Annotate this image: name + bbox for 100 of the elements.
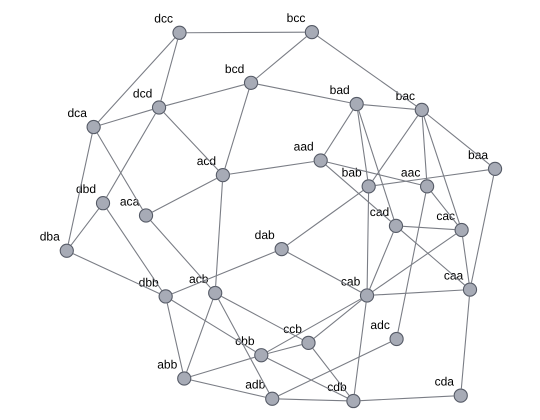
node-circle <box>138 208 153 223</box>
node-circle <box>346 394 360 408</box>
connector <box>162 112 218 171</box>
connector <box>373 289 463 296</box>
connector <box>97 38 175 122</box>
connector <box>171 251 276 294</box>
node-label: adb <box>244 378 265 392</box>
node-label: abb <box>156 357 177 372</box>
connector <box>400 230 465 286</box>
connector <box>460 296 470 390</box>
connector <box>106 208 162 292</box>
node-circle <box>313 153 328 168</box>
connector <box>358 110 394 220</box>
connector <box>266 358 348 399</box>
connector <box>267 344 302 354</box>
node-label: aca <box>119 194 139 208</box>
connector <box>150 220 211 288</box>
node-label: dca <box>66 106 86 120</box>
node-circle <box>414 102 428 118</box>
node-circle <box>462 282 477 297</box>
node-label: dcd <box>132 86 152 100</box>
node-circle <box>300 336 316 350</box>
node-label: dcc <box>154 12 173 26</box>
connector <box>186 299 213 372</box>
connector <box>70 208 99 246</box>
connector <box>360 395 454 402</box>
connector <box>402 226 454 230</box>
connector <box>190 379 266 398</box>
node-circle <box>151 100 166 115</box>
connector <box>170 300 256 352</box>
connector <box>421 116 427 180</box>
node-label: ccb <box>282 322 302 336</box>
node-circle <box>361 179 376 194</box>
connector <box>151 178 216 213</box>
node-circle <box>388 332 404 346</box>
connector <box>372 233 456 292</box>
connector <box>356 110 368 180</box>
connector <box>278 341 390 396</box>
connector <box>214 182 222 286</box>
connector <box>312 348 350 396</box>
connector <box>353 302 366 394</box>
connector <box>323 109 354 156</box>
connector <box>368 232 394 290</box>
connector <box>220 296 302 340</box>
node-label: acd <box>196 154 216 168</box>
node-circle <box>158 289 172 304</box>
node-circle <box>304 25 318 40</box>
node-circle <box>59 244 74 258</box>
node-circle <box>208 286 222 300</box>
node-circle <box>86 120 100 134</box>
connector <box>372 115 418 182</box>
connector <box>67 134 92 244</box>
node-circle <box>453 388 468 403</box>
connector <box>105 113 156 198</box>
connector <box>165 84 244 106</box>
connector <box>286 252 361 293</box>
connector <box>396 192 426 333</box>
connector <box>362 104 414 110</box>
node-label: dba <box>39 230 60 244</box>
node-circle <box>243 76 258 90</box>
node-circle <box>215 168 230 182</box>
connector <box>316 36 416 106</box>
node-circle <box>172 26 186 40</box>
node-label: cac <box>436 208 455 223</box>
node-circle <box>388 218 403 233</box>
connector <box>326 162 420 186</box>
connector <box>96 132 143 210</box>
connector <box>324 164 390 222</box>
connector <box>278 398 346 402</box>
node-label: bcd <box>224 62 244 76</box>
connector <box>100 108 152 126</box>
connector <box>266 298 361 352</box>
node-label: adc <box>370 318 390 332</box>
node-label: dab <box>254 228 274 242</box>
node-circle <box>95 196 110 210</box>
node-label: bab <box>341 165 362 180</box>
connector <box>166 302 183 372</box>
connector <box>186 32 304 34</box>
node-circle <box>419 179 434 194</box>
connector <box>229 160 314 175</box>
node-label: aac <box>400 165 420 180</box>
node-label: cda <box>434 374 454 389</box>
connector <box>430 191 458 225</box>
connector <box>462 236 470 283</box>
connector <box>72 253 160 294</box>
node-circle <box>349 96 364 112</box>
node-label: cab <box>340 274 360 288</box>
node-label: bcc <box>286 11 305 26</box>
connector <box>224 89 250 169</box>
node-circle <box>487 162 502 176</box>
node-circle <box>254 348 268 362</box>
node-circle <box>264 392 279 406</box>
connector <box>190 356 254 378</box>
connector <box>218 298 269 394</box>
connector <box>426 114 490 166</box>
node-label: bad <box>329 82 350 97</box>
connector <box>313 299 362 339</box>
connector <box>374 169 488 186</box>
connector <box>366 193 369 289</box>
connector <box>470 175 494 284</box>
